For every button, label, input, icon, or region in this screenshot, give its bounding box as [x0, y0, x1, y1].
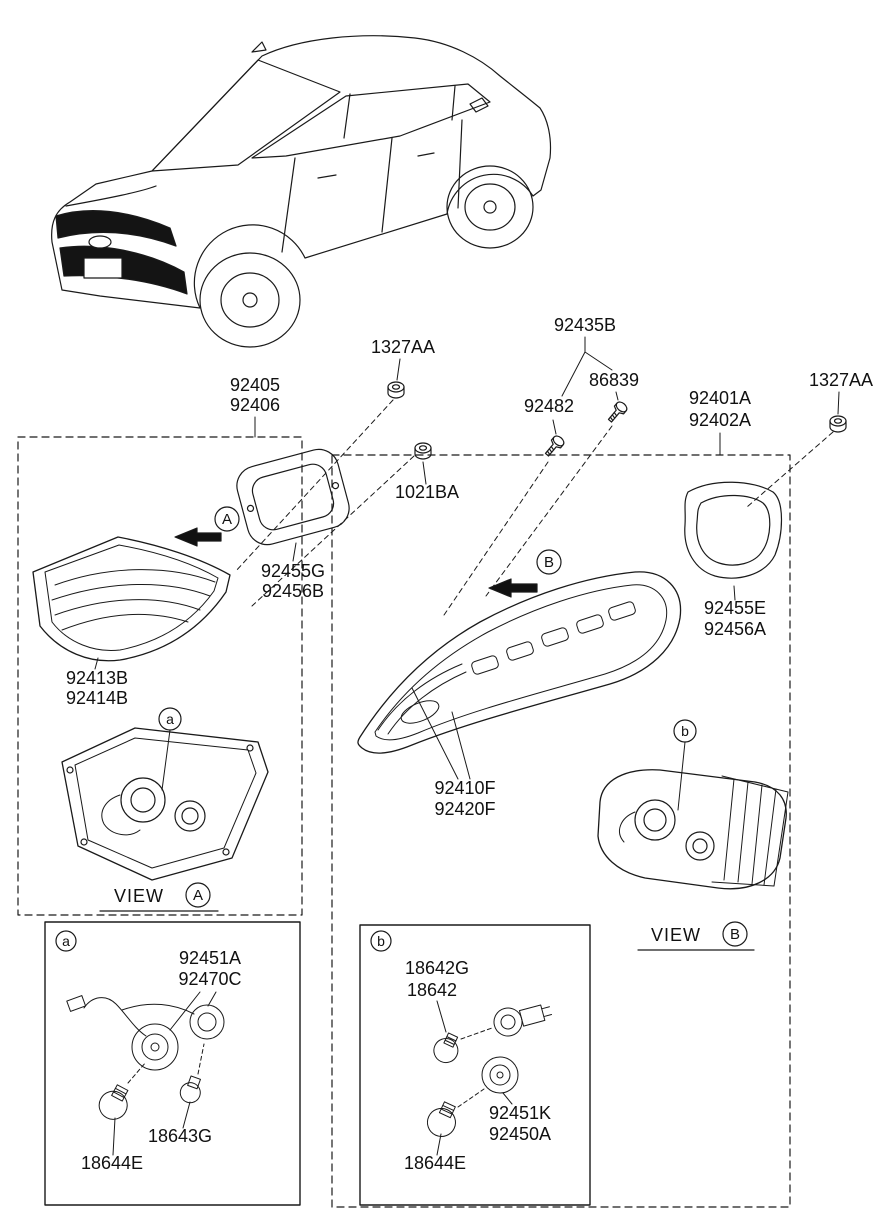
marker-circle-B-arrow — [536, 549, 562, 575]
outer-lamp-drawing — [357, 571, 682, 754]
callout-92451a: 92451A — [179, 948, 241, 968]
callout-92456b: 92456B — [262, 581, 324, 601]
front-wheel — [446, 165, 534, 249]
callout-92420f: 92420F — [434, 799, 495, 819]
callout-92456a: 92456A — [704, 619, 766, 639]
side-mirror — [469, 97, 489, 113]
marker-circle-B-view — [722, 921, 748, 947]
marker-B-arrow-label: B — [544, 554, 554, 571]
callout-92401a: 92401A — [689, 388, 751, 408]
marker-circle-a-view — [158, 707, 182, 731]
marker-circle-a-box — [55, 930, 77, 952]
front-wheel-rim — [464, 183, 516, 231]
callout-18644e-a: 18644E — [81, 1153, 143, 1173]
callout-92405: 92405 — [230, 375, 280, 395]
callout-92455e: 92455E — [704, 598, 766, 618]
marker-A-view-label: A — [193, 887, 203, 904]
vehicle-illustration — [51, 35, 552, 348]
marker-circle-A-arrow — [214, 506, 240, 532]
callout-92414b: 92414B — [66, 688, 128, 708]
marker-circle-b-box — [370, 930, 392, 952]
gasket-outer-drawing — [684, 481, 783, 579]
view-b-drawing: b — [597, 719, 789, 890]
detail-box-b: b — [359, 924, 591, 1206]
part-number-callouts: 1327AA 92405 92406 92435B 86839 92482 92… — [66, 315, 873, 1173]
marker-a-box-label: a — [62, 933, 70, 949]
callout-18644e-b: 18644E — [404, 1153, 466, 1173]
tail-lamp-band-lower — [59, 245, 188, 295]
marker-b-box-label: b — [377, 933, 385, 949]
callout-18643g: 18643G — [148, 1126, 212, 1146]
bulb-socket-icon-top — [493, 1004, 553, 1037]
marker-a-view-label: a — [166, 711, 174, 727]
front-wheel-hub — [483, 200, 497, 214]
direction-arrow-b-icon — [488, 578, 538, 598]
trunk-crease — [65, 185, 157, 207]
gasket-inner-drawing — [236, 448, 350, 546]
rear-badge — [88, 235, 112, 249]
callout-1021ba: 1021BA — [395, 482, 459, 502]
callout-92482: 92482 — [524, 396, 574, 416]
callout-92406: 92406 — [230, 395, 280, 415]
screw-icon-92482 — [544, 435, 565, 457]
callout-18642: 18642 — [407, 980, 457, 1000]
license-plate — [83, 257, 123, 279]
inner-lamp-drawing — [32, 536, 231, 662]
bulb-icon-18642g — [433, 1032, 459, 1064]
callout-92435b: 92435B — [554, 315, 616, 335]
window-pillars — [343, 85, 456, 139]
view-b-caption: VIEW B — [637, 921, 755, 951]
side-glass — [251, 83, 491, 159]
detail-box-a: a — [44, 921, 301, 1206]
callout-18642g: 18642G — [405, 958, 469, 978]
callout-92410f: 92410F — [434, 778, 495, 798]
view-a-drawing: a — [61, 707, 269, 881]
screw-icon-86839 — [607, 401, 628, 423]
rear-glass — [151, 59, 341, 172]
bulb-socket-icon-bottom — [481, 1056, 519, 1094]
door-handles — [317, 152, 435, 179]
marker-circle-A-view — [185, 882, 211, 908]
outer-lamp-group-box — [331, 454, 791, 1208]
rear-wheel — [199, 252, 301, 348]
rear-wheel-hub — [242, 292, 258, 308]
leader-lines — [94, 336, 840, 811]
marker-B-view-label: B — [730, 926, 740, 943]
door-lines — [281, 119, 463, 253]
rear-wheel-rim — [220, 272, 280, 328]
marker-b-view-label: b — [681, 723, 689, 739]
view-a-word: VIEW — [114, 886, 164, 906]
car-body-outline — [51, 35, 552, 309]
callout-1327aa-left: 1327AA — [371, 337, 435, 357]
detail-b-leaders — [436, 1000, 513, 1156]
marker-A-arrow-label: A — [222, 511, 232, 528]
bulb-icon-18644e-b — [426, 1101, 456, 1137]
nut-icon-1021ba — [414, 442, 432, 460]
view-a-caption: VIEW A — [99, 882, 219, 912]
callout-92413b: 92413B — [66, 668, 128, 688]
inner-lamp-group-box — [17, 436, 303, 916]
callout-92451k: 92451K — [489, 1103, 551, 1123]
direction-arrow-a-icon — [174, 527, 222, 547]
nut-icon-1327aa-right — [829, 415, 847, 433]
bulb-icon-18643g — [179, 1075, 201, 1104]
marker-circle-b-view — [673, 719, 697, 743]
callout-92402a: 92402A — [689, 410, 751, 430]
antenna-fin — [251, 41, 267, 53]
nut-icon-1327aa-left — [387, 381, 405, 399]
callout-92455g: 92455G — [261, 561, 325, 581]
bulb-icon-18644e-a — [98, 1084, 129, 1120]
view-b-word: VIEW — [651, 925, 701, 945]
tail-lamp-band-upper — [55, 210, 177, 247]
detail-a-leaders — [112, 991, 217, 1156]
bulb-holder-harness-icon — [66, 995, 225, 1071]
callout-1327aa-right: 1327AA — [809, 370, 873, 390]
callout-86839: 86839 — [589, 370, 639, 390]
callout-92450a: 92450A — [489, 1124, 551, 1144]
callout-92470c: 92470C — [178, 969, 241, 989]
